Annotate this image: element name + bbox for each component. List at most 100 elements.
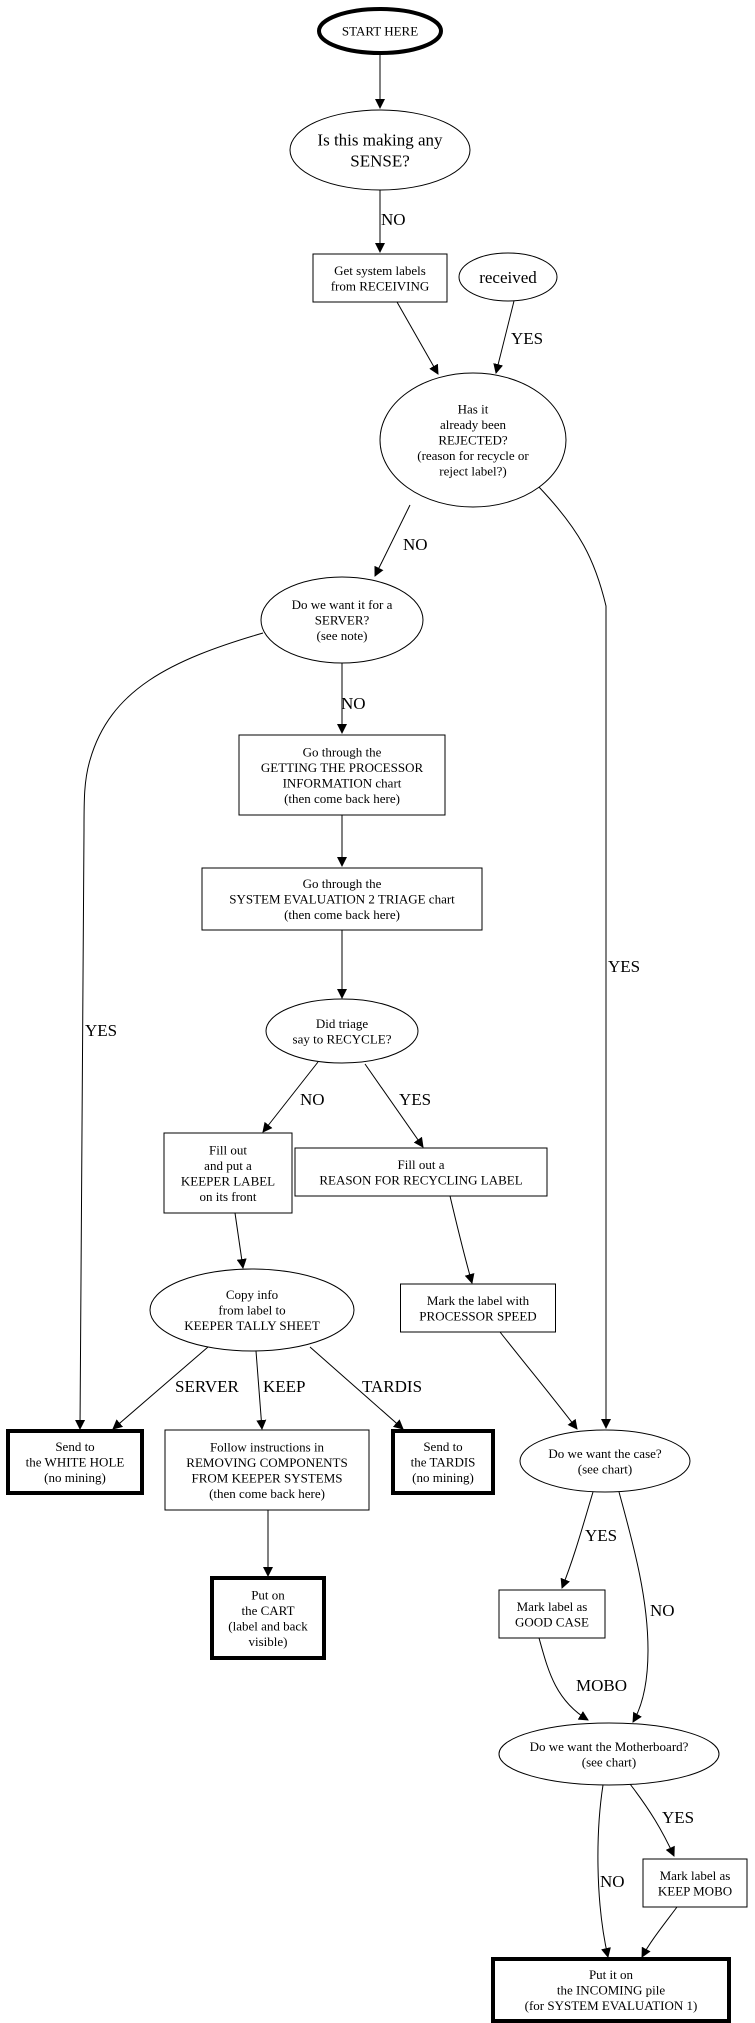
node-text-line: Fill out bbox=[209, 1142, 247, 1157]
node-text-line: START HERE bbox=[342, 24, 418, 39]
node-text-line: Mark the label with bbox=[427, 1293, 530, 1308]
edge-label-mobo-incoming: NO bbox=[600, 1872, 625, 1891]
node-text-line: already been bbox=[440, 417, 507, 432]
edge-label-received-rejected: YES bbox=[511, 329, 543, 348]
node-text-line: KEEPER TALLY SHEET bbox=[184, 1318, 320, 1333]
node-text-line: REASON FOR RECYCLING LABEL bbox=[319, 1172, 522, 1187]
edge-mobo-keepmobo bbox=[629, 1783, 675, 1857]
decision-ellipse bbox=[458, 252, 558, 302]
node-text-line: Copy info bbox=[226, 1287, 278, 1302]
node-start: START HERE bbox=[317, 7, 443, 55]
node-text-line: Go through the bbox=[303, 744, 382, 759]
node-text-line: from RECEIVING bbox=[331, 278, 430, 293]
edge-label-recycle-reasonlabel: YES bbox=[399, 1090, 431, 1109]
node-text-line: (then come back here) bbox=[284, 907, 400, 922]
node-text-line: REMOVING COMPONENTS bbox=[186, 1455, 347, 1470]
edge-label-case-goodcase: YES bbox=[585, 1526, 617, 1545]
edge-recycle-keeperlabel bbox=[262, 1061, 319, 1133]
terminal-box bbox=[210, 1576, 326, 1660]
edge-reasonlabel-procspeed bbox=[449, 1195, 475, 1284]
node-text-line: (then come back here) bbox=[209, 1486, 325, 1501]
node-text-line: Get system labels bbox=[334, 263, 426, 278]
edge-label-copyinfo-removing: KEEP bbox=[263, 1377, 306, 1396]
node-text-line: the CART bbox=[241, 1603, 294, 1618]
node-text-line: Put it on bbox=[589, 1967, 634, 1982]
node-text-line: (see chart) bbox=[578, 1461, 633, 1476]
node-text-line: PROCESSOR SPEED bbox=[419, 1308, 536, 1323]
node-text-line: Do we want it for a bbox=[292, 597, 393, 612]
edge-label-mobo-keepmobo: YES bbox=[662, 1808, 694, 1827]
edge-label-server-procinfo: NO bbox=[341, 694, 366, 713]
edge-label-server-whitehole: YES bbox=[85, 1021, 117, 1040]
edge-rejected-server bbox=[374, 504, 411, 577]
terminal-box bbox=[391, 1429, 495, 1495]
edge-goodcase-mobo bbox=[538, 1637, 589, 1721]
node-text-line: GOOD CASE bbox=[515, 1614, 589, 1629]
node-text-line: KEEPER LABEL bbox=[181, 1173, 275, 1188]
edge-copyinfo-removing bbox=[255, 1350, 267, 1430]
edge-getlabels-rejected bbox=[396, 301, 439, 375]
step-box bbox=[201, 867, 483, 931]
node-text-line: FROM KEEPER SYSTEMS bbox=[192, 1470, 343, 1485]
decision-ellipse bbox=[265, 998, 419, 1064]
node-text-line: (label and back bbox=[228, 1618, 308, 1633]
node-text-line: Send to bbox=[423, 1439, 462, 1454]
node-received: received bbox=[458, 252, 558, 302]
edge-procspeed-case bbox=[499, 1331, 578, 1430]
node-text-line: Has it bbox=[458, 402, 489, 417]
step-box bbox=[163, 1132, 293, 1214]
edge-mobo-incoming bbox=[597, 1784, 611, 1958]
decision-ellipse bbox=[379, 372, 567, 508]
node-text-line: Do we want the Motherboard? bbox=[530, 1739, 689, 1754]
edge-case-mobo bbox=[618, 1491, 649, 1723]
node-text-line: Is this making any bbox=[317, 131, 443, 150]
terminal-box bbox=[491, 1957, 731, 2023]
node-text-line: KEEP MOBO bbox=[658, 1883, 732, 1898]
decision-ellipse bbox=[317, 7, 443, 55]
edge-rejected-case bbox=[537, 485, 611, 1429]
node-text-line: Fill out a bbox=[398, 1157, 445, 1172]
node-text-line: SENSE? bbox=[350, 152, 410, 171]
step-box bbox=[238, 734, 446, 816]
node-text-line: (reason for recycle or bbox=[417, 448, 529, 463]
node-case: Do we want the case?(see chart) bbox=[519, 1429, 691, 1493]
node-text-line: the WHITE HOLE bbox=[26, 1455, 125, 1470]
edge-keeperlabel-copyinfo bbox=[234, 1212, 247, 1269]
node-text-line: the INCOMING pile bbox=[557, 1983, 666, 1998]
node-text-line: reject label?) bbox=[439, 464, 506, 479]
edge-label-copyinfo-whitehole: SERVER bbox=[175, 1377, 239, 1396]
node-text-line: GETTING THE PROCESSOR bbox=[261, 760, 424, 775]
node-text-line: Send to bbox=[55, 1439, 94, 1454]
edge-received-rejected bbox=[493, 300, 515, 374]
node-text-line: INFORMATION chart bbox=[283, 775, 402, 790]
node-text-line: Mark label as bbox=[517, 1599, 588, 1614]
edge-case-goodcase bbox=[560, 1491, 594, 1589]
node-text-line: (no mining) bbox=[44, 1470, 106, 1485]
node-text-line: the TARDIS bbox=[411, 1455, 476, 1470]
edge-label-copyinfo-tardis: TARDIS bbox=[362, 1377, 422, 1396]
decision-ellipse bbox=[289, 109, 471, 191]
node-text-line: Go through the bbox=[303, 876, 382, 891]
node-text-line: (for SYSTEM EVALUATION 1) bbox=[525, 1998, 698, 2013]
node-mobo: Do we want the Motherboard?(see chart) bbox=[498, 1722, 720, 1786]
edge-label-goodcase-mobo: MOBO bbox=[576, 1676, 627, 1695]
edge-recycle-reasonlabel bbox=[364, 1063, 424, 1148]
edge-label-case-mobo: NO bbox=[650, 1601, 675, 1620]
node-text-line: visible) bbox=[249, 1634, 288, 1649]
